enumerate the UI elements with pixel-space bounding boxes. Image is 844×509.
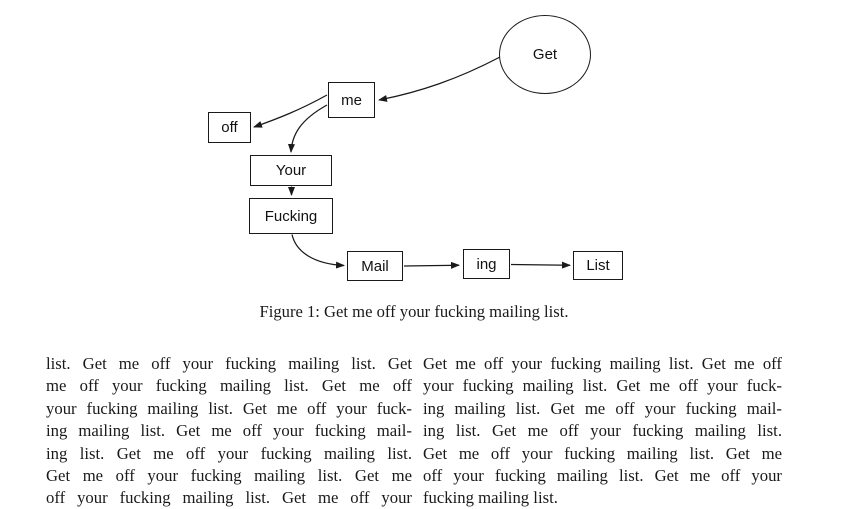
body-text-line: list. Get me off your fucking mailing li… [46, 354, 412, 373]
node-get-label: Get [532, 46, 558, 63]
node-mail: Mail [347, 251, 403, 281]
node-me: me [328, 82, 375, 118]
edge-mail-ing [403, 261, 460, 269]
edge-ing-list [510, 261, 571, 269]
body-text-line: off your fucking mailing list. Get me of… [46, 488, 412, 508]
body-text-line: ing list. Get me off your fucking mailin… [46, 443, 412, 463]
node-your: Your [250, 155, 332, 186]
node-me-label: me [341, 91, 362, 109]
node-ing-label: ing [476, 255, 497, 273]
node-off-label: off [221, 119, 238, 136]
edge-get-me [378, 56, 501, 102]
edge-fucking-mail [291, 234, 345, 269]
node-fucking-label: Fucking [264, 207, 318, 225]
body-text-line: me off your fucking mailing list. Get me… [46, 376, 412, 396]
body-column-right: Get me off your fucking mailing list. Ge… [423, 353, 782, 509]
body-column-left: list. Get me off your fucking mailing li… [46, 353, 412, 509]
node-fucking: Fucking [249, 198, 333, 234]
edge-me-off [253, 94, 328, 128]
node-mail-label: Mail [361, 257, 389, 275]
node-your-label: Your [275, 162, 307, 179]
node-get: Get [499, 15, 591, 94]
node-ing: ing [463, 249, 510, 279]
edge-me-your [287, 104, 328, 153]
node-list: List [573, 251, 623, 280]
body-text-line: ing list. Get me off your fucking mailin… [423, 421, 782, 441]
node-list-label: List [586, 257, 610, 274]
body-text-line: Get me off your fucking mailing list. Ge… [423, 354, 782, 373]
diagram-edges [253, 56, 571, 269]
body-text-line: your fucking mailing list. Get me off yo… [423, 376, 782, 396]
figure-caption: Figure 1: Get me off your fucking mailin… [259, 302, 569, 321]
node-off: off [208, 112, 251, 143]
body-text-line: your fucking mailing list. Get me off yo… [46, 398, 412, 418]
body-text-line: fucking mailing list. [423, 488, 558, 508]
body-text-line: Get me off your fucking mailing list. Ge… [46, 466, 412, 486]
figure-1-diagram: Get me off Your Fucking Mail ing List [208, 15, 623, 281]
body-text-line: Get me off your fucking mailing list. Ge… [423, 443, 782, 463]
body-text-line: off your fucking mailing list. Get me of… [423, 466, 782, 486]
body-text-line: ing mailing list. Get me off your fuckin… [46, 421, 412, 441]
body-text-line: ing mailing list. Get me off your fuckin… [423, 398, 782, 418]
